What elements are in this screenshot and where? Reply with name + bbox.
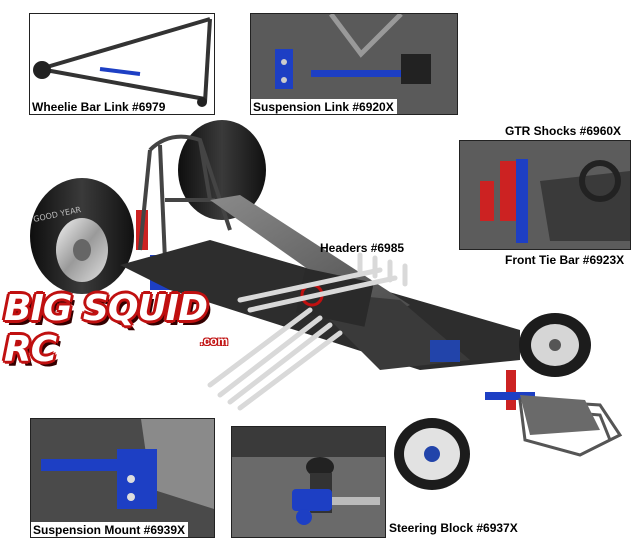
- front-shock-spring: [506, 370, 516, 410]
- front-body-block: [520, 395, 600, 435]
- front-wheel-far: [519, 313, 591, 377]
- logo-wordmark: BIG SQUID RC: [4, 288, 208, 370]
- caption-suspension-mount: Suspension Mount #6939X: [31, 522, 189, 537]
- caption-suspension-link: Suspension Link #6920X: [251, 99, 397, 114]
- suspension-link-photo: [251, 14, 457, 114]
- suspension-mount-photo: [31, 419, 214, 537]
- caption-wheelie-bar-link: Wheelie Bar Link #6979: [30, 99, 169, 114]
- gtr-shocks-photo: [460, 141, 630, 249]
- inset-suspension-mount: Suspension Mount #6939X: [30, 418, 215, 538]
- inset-wheelie-bar-link: Wheelie Bar Link #6979: [29, 13, 215, 115]
- logo-suffix: .com: [200, 334, 229, 348]
- label-headers: Headers #6985: [320, 241, 405, 255]
- inset-suspension-link: Suspension Link #6920X: [250, 13, 458, 115]
- label-front-tie-bar: Front Tie Bar #6923X: [505, 253, 625, 267]
- wheelie-bar-photo: [33, 17, 212, 107]
- inset-gtr-shocks: [459, 140, 631, 250]
- steering-block-photo: [232, 427, 385, 537]
- big-squid-rc-logo: BIG SQUID RC .com: [4, 270, 244, 370]
- rear-tire-near: GOOD YEAR: [30, 178, 134, 294]
- roll-cage: [138, 134, 232, 261]
- exhaust-headers: [207, 252, 408, 411]
- front-wheel-near: [394, 418, 470, 490]
- front-tie-bar: [485, 392, 535, 400]
- inset-steering-block: [231, 426, 386, 538]
- label-steering-block: Steering Block #6937X: [389, 521, 518, 535]
- label-gtr-shocks: GTR Shocks #6960X: [505, 124, 622, 138]
